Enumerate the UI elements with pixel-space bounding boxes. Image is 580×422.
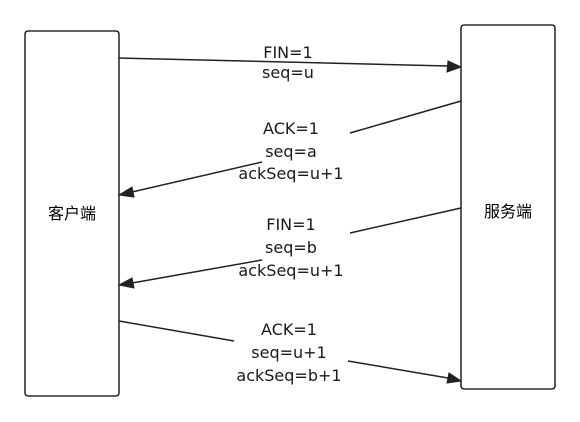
message-2-arrow-line-upper — [349, 100, 462, 134]
message-2-arrowhead — [117, 186, 135, 198]
server-label: 服务端 — [484, 202, 532, 221]
client-box — [24, 30, 120, 397]
message-2-line-3: ackSeq=u+1 — [238, 164, 343, 183]
message-2-line-2: seq=a — [265, 142, 317, 161]
message-3-line-2: seq=b — [265, 238, 317, 257]
server-node: 服务端 — [460, 24, 556, 390]
message-2-line-1: ACK=1 — [263, 119, 319, 138]
message-1-line-2: seq=u — [262, 63, 314, 82]
message-1-arrowhead — [446, 60, 463, 73]
client-label: 客户端 — [48, 204, 96, 223]
message-3: FIN=1 seq=b ackSeq=u+1 — [117, 207, 462, 289]
message-4-line-1: ACK=1 — [261, 320, 317, 339]
message-4-arrow-line-lower — [347, 360, 449, 379]
client-node: 客户端 — [24, 30, 120, 397]
message-1-line-1: FIN=1 — [263, 43, 312, 62]
message-3-arrow-line-upper — [349, 207, 462, 234]
message-2: ACK=1 seq=a ackSeq=u+1 — [117, 100, 462, 198]
message-4-line-2: seq=u+1 — [251, 343, 326, 362]
message-4-arrow-line-upper — [118, 320, 235, 342]
message-3-arrowhead — [117, 277, 135, 289]
server-box — [460, 24, 556, 390]
message-1-arrow-line — [118, 57, 449, 67]
message-4: ACK=1 seq=u+1 ackSeq=b+1 — [118, 320, 463, 385]
message-3-line-3: ackSeq=u+1 — [238, 261, 343, 280]
message-1: FIN=1 seq=u — [118, 43, 463, 82]
message-3-arrow-line-lower — [131, 259, 263, 284]
message-4-arrowhead — [446, 372, 463, 384]
message-2-arrow-line-lower — [131, 161, 263, 193]
message-3-line-1: FIN=1 — [266, 215, 315, 234]
message-4-line-3: ackSeq=b+1 — [236, 366, 341, 385]
